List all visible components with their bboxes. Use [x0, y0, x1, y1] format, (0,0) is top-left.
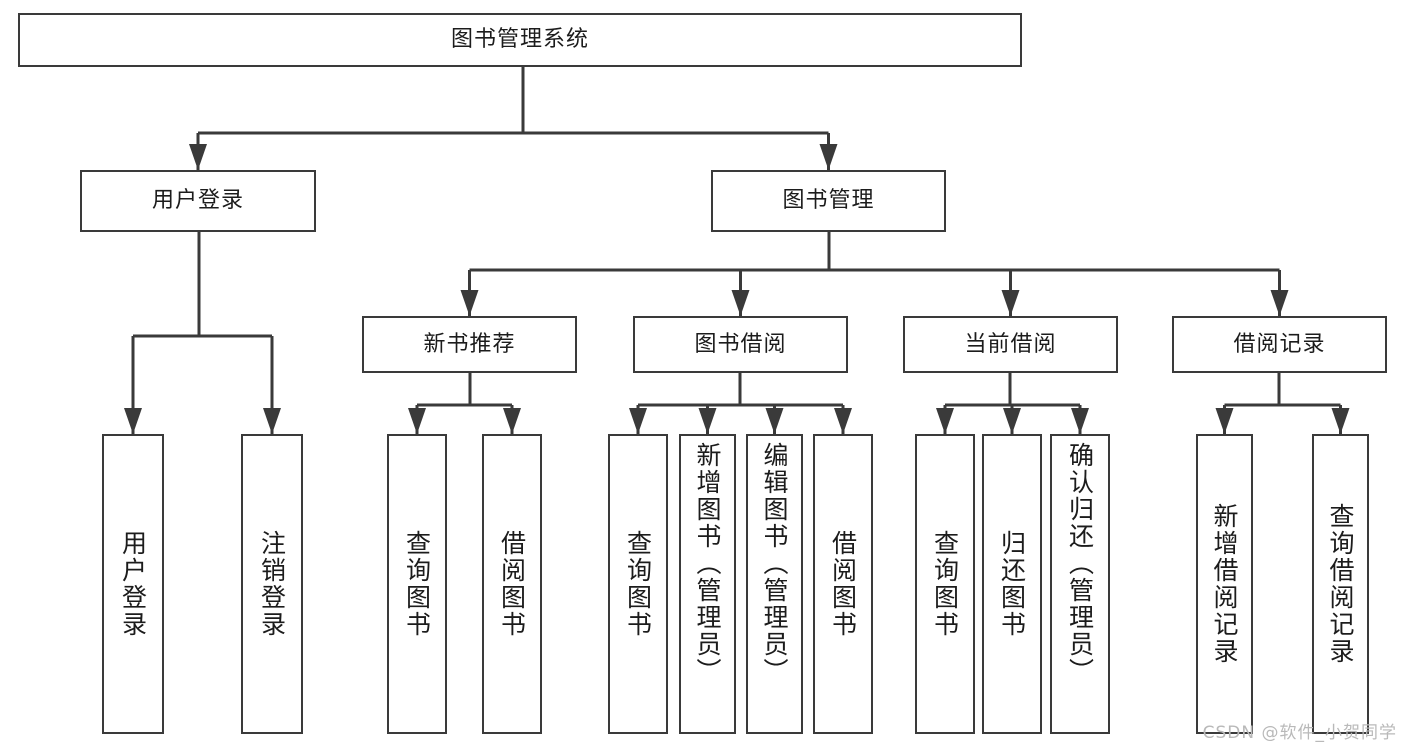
connector-arrowhead	[1071, 408, 1089, 434]
node-label-f_cu_query: 查询图书	[930, 530, 960, 638]
node-box-root[interactable]: 图书管理系统	[18, 13, 1022, 67]
node-label-f_re_query: 查询借阅记录	[1326, 503, 1355, 665]
node-label-current: 当前借阅	[964, 331, 1057, 357]
connector-arrowhead	[124, 408, 142, 434]
connector-arrowhead	[765, 408, 784, 434]
node-label-f_cu_confirm: 确认归还（管理员）	[1065, 442, 1095, 685]
node-box-login[interactable]: 用户登录	[80, 170, 316, 232]
node-box-f_re_query[interactable]: 查询借阅记录	[1312, 434, 1369, 734]
connector-arrowhead	[1270, 290, 1289, 316]
node-label-record: 借阅记录	[1233, 331, 1326, 357]
node-label-f_logout: 注销登录	[257, 530, 287, 638]
node-box-f_logout[interactable]: 注销登录	[241, 434, 303, 734]
node-box-f_re_add[interactable]: 新增借阅记录	[1196, 434, 1253, 734]
node-label-borrow: 图书借阅	[694, 331, 787, 357]
node-box-newbook[interactable]: 新书推荐	[362, 316, 577, 373]
connector-arrowhead	[1215, 408, 1234, 434]
node-label-login: 用户登录	[151, 188, 244, 214]
connector-arrowhead	[936, 408, 954, 434]
connector-arrowhead	[503, 408, 521, 434]
node-box-f_bo_query[interactable]: 查询图书	[608, 434, 668, 734]
node-box-record[interactable]: 借阅记录	[1172, 316, 1387, 373]
node-box-borrow[interactable]: 图书借阅	[633, 316, 848, 373]
node-label-f_bo_query: 查询图书	[623, 530, 653, 638]
node-label-f_bo_add: 新增图书（管理员）	[693, 442, 722, 685]
node-label-f_nb_query: 查询图书	[402, 530, 432, 638]
connector-arrowhead	[629, 408, 647, 434]
node-box-f_bo_add[interactable]: 新增图书（管理员）	[679, 434, 736, 734]
node-label-f_nb_borrow: 借阅图书	[497, 530, 527, 638]
node-label-f_login: 用户登录	[118, 530, 148, 638]
node-label-root: 图书管理系统	[450, 27, 589, 53]
connector-arrowhead	[1003, 408, 1021, 434]
connector-arrowhead	[834, 408, 852, 434]
connector-arrowhead	[408, 408, 426, 434]
node-box-f_nb_query[interactable]: 查询图书	[387, 434, 447, 734]
connector-arrowhead	[731, 290, 750, 316]
node-label-f_bo_edit: 编辑图书（管理员）	[760, 442, 789, 685]
node-box-f_login[interactable]: 用户登录	[102, 434, 164, 734]
connector-arrowhead	[1331, 408, 1350, 434]
connector-arrowhead	[460, 290, 479, 316]
node-box-current[interactable]: 当前借阅	[903, 316, 1118, 373]
node-label-bookmgmt: 图书管理	[782, 188, 875, 214]
node-label-newbook: 新书推荐	[423, 331, 516, 357]
connector-arrowhead	[1001, 290, 1020, 316]
connector-arrowhead	[819, 144, 838, 170]
connector-arrowhead	[263, 408, 281, 434]
node-label-f_re_add: 新增借阅记录	[1210, 503, 1239, 665]
node-label-f_bo_borrow: 借阅图书	[828, 530, 858, 638]
node-label-f_cu_return: 归还图书	[997, 530, 1027, 638]
node-box-f_cu_query[interactable]: 查询图书	[915, 434, 975, 734]
node-box-f_cu_return[interactable]: 归还图书	[982, 434, 1042, 734]
node-box-f_nb_borrow[interactable]: 借阅图书	[482, 434, 542, 734]
node-box-bookmgmt[interactable]: 图书管理	[711, 170, 946, 232]
connector-arrowhead	[698, 408, 717, 434]
connector-arrowhead	[189, 144, 207, 170]
node-box-f_bo_edit[interactable]: 编辑图书（管理员）	[746, 434, 803, 734]
node-box-f_cu_confirm[interactable]: 确认归还（管理员）	[1050, 434, 1110, 734]
node-box-f_bo_borrow[interactable]: 借阅图书	[813, 434, 873, 734]
